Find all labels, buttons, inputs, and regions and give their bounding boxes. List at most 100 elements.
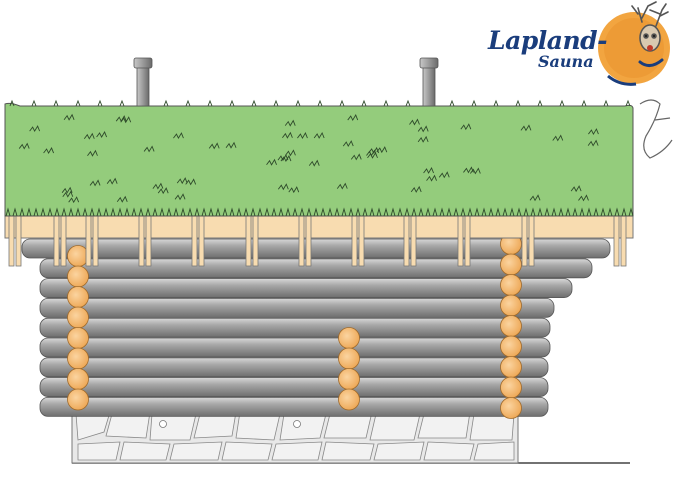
grass-blade (515, 99, 521, 107)
purlin-board (92, 215, 99, 267)
stone (119, 441, 171, 461)
grass-blade (317, 99, 323, 107)
grass-blade (82, 207, 88, 217)
grass-blade (229, 207, 235, 217)
log (39, 278, 573, 299)
purlin-board (620, 215, 627, 267)
grass-blade (250, 207, 256, 217)
grass-tuft (578, 194, 589, 202)
log-end (67, 306, 89, 329)
log-end (338, 347, 360, 370)
grass-tuft (277, 183, 289, 191)
purlin-board (191, 215, 198, 267)
grass-tuft (552, 134, 564, 142)
grass-tuft (282, 131, 293, 139)
grass-blade (339, 99, 345, 107)
grass-tuft (410, 185, 422, 193)
grass-tuft (29, 125, 41, 133)
grass-tuft (367, 151, 378, 159)
grass-blade (502, 207, 508, 217)
grass-tuft (116, 195, 128, 203)
log-end (500, 335, 522, 358)
grass-blade (53, 99, 59, 107)
grass-blade (173, 207, 179, 217)
purlin-board (305, 215, 312, 267)
grass-blade (600, 207, 606, 217)
log-end (67, 347, 89, 370)
log-ends (67, 233, 522, 419)
log-end (500, 294, 522, 317)
stone (369, 413, 421, 441)
grass-blade (418, 207, 424, 217)
grass-blade (145, 207, 151, 217)
grass-tuft (588, 128, 599, 136)
grass-blade (369, 207, 375, 217)
grass-blade (453, 207, 459, 217)
purlin-board (298, 215, 305, 267)
log-end (338, 327, 360, 349)
grass-blade (544, 207, 550, 217)
grass-blade (530, 207, 536, 217)
grass-blade (19, 207, 25, 217)
grass-tuft (376, 146, 388, 154)
grass-blade (180, 207, 186, 217)
grass-blade (341, 207, 347, 217)
logo-emblem (598, 1, 673, 159)
grass-blade (495, 207, 501, 217)
grass-blade (9, 99, 15, 107)
grass-blade (159, 207, 165, 217)
purlin-board (528, 215, 535, 267)
grass-blade (187, 207, 193, 217)
grass-tuft (63, 113, 75, 121)
grass-blade (285, 207, 291, 217)
grass-blade (397, 207, 403, 217)
grass-tuft (313, 131, 325, 139)
grass-blade (54, 207, 60, 217)
grass-blade (271, 207, 277, 217)
purlin-board (60, 215, 67, 267)
grass-blade (243, 207, 249, 217)
vent-hole (293, 420, 301, 428)
grass-tuft (106, 177, 118, 185)
grass-tuft (266, 158, 277, 166)
grass-tuft (43, 147, 55, 154)
grass-blade (474, 207, 480, 217)
stone (473, 441, 515, 461)
stone (169, 441, 223, 461)
grass-blade (68, 207, 74, 217)
grass-blade (383, 99, 389, 107)
grass-blade (306, 207, 312, 217)
grass-tuft (208, 142, 220, 150)
grass-blade (579, 207, 585, 217)
grass-blade (119, 99, 125, 107)
grass-blade (131, 207, 137, 217)
grass-blade (75, 207, 81, 217)
brand-logo: Lapland- Sauna (488, 22, 608, 72)
grass-blade (96, 207, 102, 217)
stone (423, 441, 475, 461)
grass-blade (40, 207, 46, 217)
grass-blade (376, 207, 382, 217)
purlin-board (8, 215, 15, 267)
grass-tuft (288, 186, 300, 194)
purlin-board (464, 215, 471, 267)
grass-tuft (280, 155, 292, 162)
grass-tuft (87, 149, 98, 157)
grass-blade (201, 207, 207, 217)
grass-blade (471, 99, 477, 107)
grass-blade (625, 99, 631, 107)
brand-name: Lapland- (488, 26, 608, 55)
grass-blade (5, 207, 11, 217)
grass-blade (621, 207, 627, 217)
log (39, 258, 593, 279)
grass-blade (516, 207, 522, 217)
grass-tuft (18, 142, 30, 150)
log-end (500, 376, 522, 399)
grass-tuft (417, 125, 429, 133)
grass-blade (348, 207, 354, 217)
grass-blade (251, 99, 257, 107)
grass-blade (425, 207, 431, 217)
grass-blade (581, 99, 587, 107)
grass-tuft (308, 159, 320, 167)
stone-foundation (71, 409, 519, 464)
